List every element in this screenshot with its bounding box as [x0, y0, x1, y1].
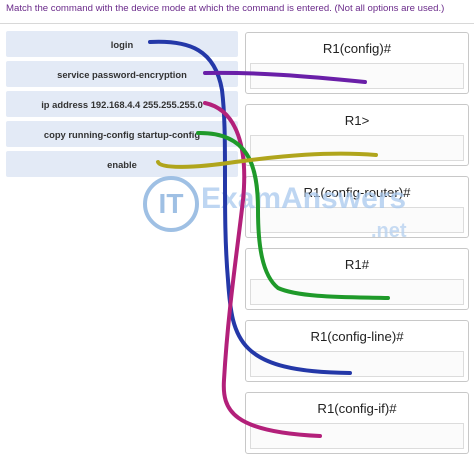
instruction-text: Match the command with the device mode a… [6, 3, 445, 14]
target-label: R1(config-line)# [310, 329, 404, 344]
drop-slot[interactable] [250, 207, 464, 233]
target-config-router: R1(config-router)# [245, 176, 469, 238]
target-config-line: R1(config-line)# [245, 320, 469, 382]
drop-slot[interactable] [250, 423, 464, 449]
line-ip-address [203, 101, 322, 438]
drop-slot[interactable] [250, 351, 464, 377]
target-privileged-exec: R1# [245, 248, 469, 310]
target-config: R1(config)# [245, 32, 469, 94]
line-copy-running-config [196, 130, 390, 300]
line-login [148, 39, 352, 375]
target-label: R1(config-if)# [317, 401, 397, 416]
line-service-password-encryption [203, 70, 367, 84]
target-label: R1(config-router)# [303, 185, 411, 200]
target-label: R1(config)# [322, 41, 392, 56]
command-enable[interactable]: enable [6, 151, 238, 177]
line-enable [156, 151, 378, 169]
target-label: R1# [344, 257, 370, 272]
divider [0, 23, 474, 24]
target-label: R1> [344, 113, 370, 128]
command-service-password-encryption[interactable]: service password-encryption [6, 61, 238, 87]
command-ip-address[interactable]: ip address 192.168.4.4 255.255.255.0 [6, 91, 238, 117]
target-config-if: R1(config-if)# [245, 392, 469, 454]
